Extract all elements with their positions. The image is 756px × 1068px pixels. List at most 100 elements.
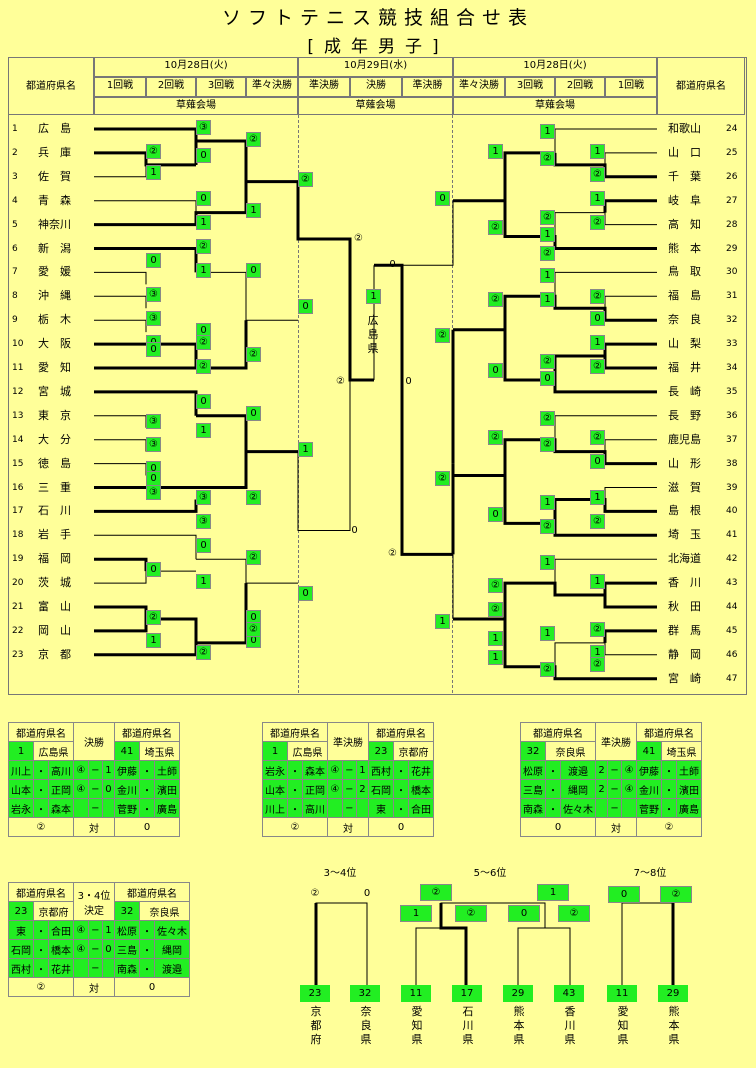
bracket-line — [94, 439, 147, 452]
game-score — [101, 798, 116, 818]
game-score: 1 — [101, 920, 116, 940]
score-box: 0 — [298, 585, 313, 601]
team-name: 香 川 — [668, 576, 701, 590]
bracket-line — [94, 320, 248, 370]
bracket-line — [554, 642, 657, 667]
round-left-2: 2回戦 — [146, 77, 196, 97]
pref-label: 都道府県名 — [8, 722, 74, 742]
vs: 対 — [327, 817, 369, 837]
bracket-line — [503, 151, 555, 201]
score-box: 1 — [488, 650, 503, 666]
bracket-line — [453, 328, 657, 394]
round-label: 準決勝 — [595, 722, 637, 761]
team-number: 26 — [726, 171, 738, 182]
team-number: 18 — [12, 530, 24, 541]
score-box: ② — [558, 905, 590, 922]
bracket-line — [553, 152, 657, 179]
bracket-line — [604, 487, 657, 500]
bracket-line — [94, 200, 197, 213]
score-box: ② — [488, 291, 503, 307]
score-box: ② — [388, 548, 397, 560]
score-box: 1 — [366, 289, 381, 305]
bracket-line — [604, 439, 657, 452]
team-name: 沖 縄 — [38, 289, 71, 303]
score-box: ② — [435, 470, 450, 486]
score-box: ② — [660, 886, 692, 903]
score-box: ② — [590, 513, 605, 529]
score-box: ③ — [196, 490, 211, 506]
bracket-line — [402, 200, 454, 266]
score-box: 0 — [146, 341, 161, 357]
player: 廣島 — [154, 798, 180, 818]
score-box: ② — [590, 621, 605, 637]
pref-label: 都道府県名 — [368, 722, 434, 742]
score-box: ② — [540, 150, 555, 166]
score-box: ③ — [196, 119, 211, 135]
player: 橋本 — [408, 779, 434, 799]
score-box: 0 — [590, 310, 605, 326]
bracket-line — [315, 902, 368, 985]
score-box: ② — [246, 490, 261, 506]
team-name: 京 都 府 — [310, 1005, 322, 1046]
team-name: 京都府 — [33, 901, 74, 921]
team-number: 29 — [503, 985, 533, 1002]
score-box: ② — [540, 518, 555, 534]
team-name: 山 梨 — [668, 337, 701, 351]
team-name: 北海道 — [668, 552, 701, 566]
score-box: ② — [590, 167, 605, 183]
team-number: 32 — [350, 985, 380, 1002]
score-box: 0 — [488, 506, 503, 522]
score-box: ② — [246, 549, 261, 565]
team-number: 11 — [607, 985, 637, 1002]
player: 土師 — [154, 760, 180, 780]
score-box: 0 — [196, 148, 211, 164]
player: 土師 — [676, 760, 702, 780]
bracket-line — [297, 379, 351, 532]
score-box: ② — [146, 609, 161, 625]
team-name: 石 川 — [38, 504, 71, 518]
team-name: 広 島 — [38, 122, 71, 135]
player: 高川 — [302, 798, 328, 818]
score-box: ③ — [146, 485, 161, 501]
total: 0 — [368, 817, 434, 837]
bracket-line — [94, 180, 298, 227]
score-box: 1 — [196, 215, 211, 231]
team-name: 青 森 — [38, 193, 71, 207]
score-box: ② — [540, 411, 555, 427]
round-label: 決勝 — [73, 722, 115, 761]
bracket-line — [603, 342, 657, 357]
team-name: 神奈川 — [38, 217, 71, 231]
team-no: 41 — [636, 741, 662, 761]
score-box: 1 — [540, 227, 555, 243]
score-box: 1 — [590, 490, 605, 506]
score-box: ② — [196, 358, 211, 374]
round-left-4: 準々決勝 — [246, 77, 298, 97]
score-box: ② — [590, 430, 605, 446]
team-no: 1 — [8, 741, 34, 761]
score-box: ② — [540, 662, 555, 678]
score-box: 1 — [590, 645, 605, 661]
score-box: 0 — [246, 633, 261, 649]
game-score — [621, 798, 637, 818]
team-name: 石 川 県 — [462, 1005, 474, 1046]
team-no: 32 — [520, 741, 546, 761]
game-score: 1 — [101, 760, 116, 780]
bracket-line — [554, 271, 657, 297]
player: 菅野 — [636, 798, 662, 818]
score-box: 1 — [196, 423, 211, 439]
placement-label: 7〜8位 — [633, 868, 667, 879]
vs: 対 — [595, 817, 637, 837]
player: 橋本 — [48, 939, 74, 959]
team-number: 25 — [726, 147, 738, 158]
player: 森本 — [48, 798, 74, 818]
score-box: 0 — [298, 298, 313, 314]
team-name: 広島県 — [33, 741, 74, 761]
team-name: 茨 城 — [38, 576, 71, 590]
score-box: 0 — [196, 537, 211, 553]
score-box: 0 — [435, 191, 450, 207]
score-box: 0 — [389, 259, 396, 271]
player: 伊藤 — [636, 760, 662, 780]
team-number: 11 — [401, 985, 431, 1002]
team-number: 39 — [726, 482, 738, 493]
